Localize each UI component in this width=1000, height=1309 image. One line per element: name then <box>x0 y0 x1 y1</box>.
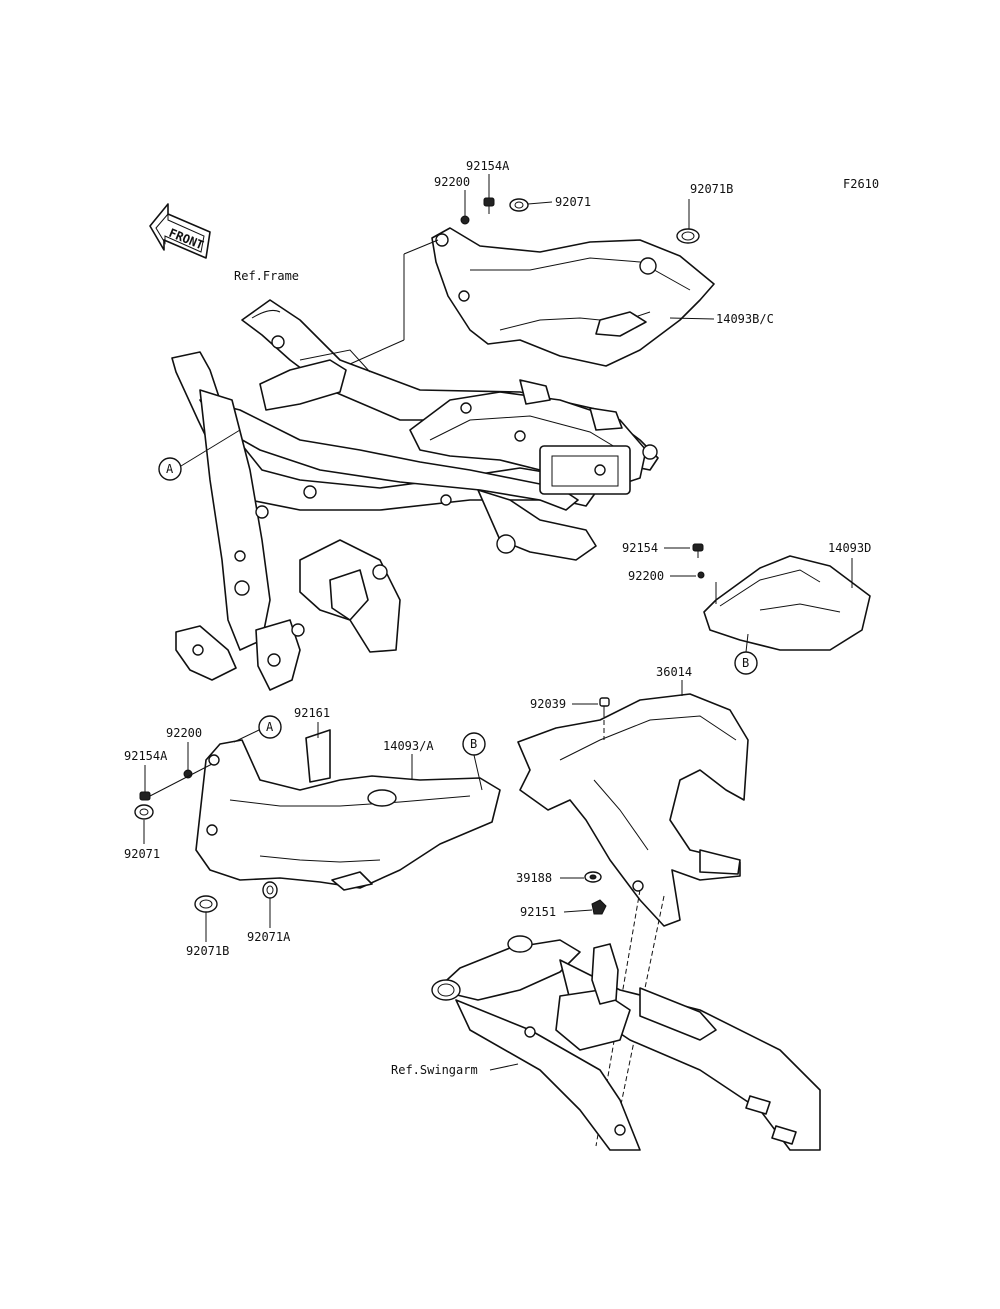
frame-assembly <box>171 299 659 691</box>
marker-b-right: B <box>734 633 758 675</box>
screw-92039-icon <box>599 697 610 712</box>
screw-92154a-left-icon <box>139 784 151 801</box>
side-cover-14093a <box>195 739 501 891</box>
callout-92154a-left: 92154A <box>124 749 168 763</box>
side-cover-14093bc <box>431 227 715 367</box>
callout-92071-top: 92071 <box>555 195 591 209</box>
marker-a-left: A <box>233 715 282 743</box>
swingarm-assembly <box>431 935 821 1151</box>
svg-text:B: B <box>742 656 749 670</box>
callout-14093d: 14093D <box>828 541 871 555</box>
grommet-92071b-top-icon <box>676 228 700 244</box>
callout-92200-top: 92200 <box>434 175 470 189</box>
front-arrow-icon: FRONT <box>149 203 211 259</box>
callout-92071b-bottom: 92071B <box>186 944 229 958</box>
grommet-92071-top-icon <box>509 198 529 212</box>
callout-36014: 36014 <box>656 665 692 679</box>
grommet-92071a-icon <box>262 881 278 899</box>
callout-14093bc: 14093B/C <box>716 312 774 326</box>
side-cover-14093d <box>703 555 871 651</box>
callout-92200-right: 92200 <box>628 569 664 583</box>
callout-92071b-top: 92071B <box>690 182 733 196</box>
callout-92039: 92039 <box>530 697 566 711</box>
svg-text:A: A <box>166 462 174 476</box>
callout-92161: 92161 <box>294 706 330 720</box>
screw-92154a-top-icon <box>483 197 495 214</box>
screw-92154-right-icon <box>692 543 704 558</box>
ref-frame-label: Ref.Frame <box>234 269 299 283</box>
washer-92200-right-icon <box>697 571 705 579</box>
callout-92200-left: 92200 <box>166 726 202 740</box>
callout-92154a-top: 92154A <box>466 159 510 173</box>
ref-swingarm-label: Ref.Swingarm <box>391 1063 478 1077</box>
rear-fender-36014 <box>517 693 749 927</box>
bracket-92161-icon <box>305 729 331 783</box>
grommet-92071b-bottom-icon <box>194 895 218 913</box>
washer-92200-top-icon <box>460 215 470 225</box>
marker-b-left: B <box>462 732 486 791</box>
callout-14093a: 14093/A <box>383 739 434 753</box>
callout-92071-left: 92071 <box>124 847 160 861</box>
svg-text:A: A <box>266 720 274 734</box>
bolt-92151-icon <box>591 899 607 915</box>
callout-92071a: 92071A <box>247 930 291 944</box>
washer-39188-icon <box>584 871 602 883</box>
callout-92154-right: 92154 <box>622 541 658 555</box>
svg-text:B: B <box>470 737 477 751</box>
figure-code: F2610 <box>843 177 879 191</box>
callout-92151: 92151 <box>520 905 556 919</box>
marker-a-frame: A <box>158 429 241 481</box>
callout-39188: 39188 <box>516 871 552 885</box>
grommet-92071-left-icon <box>134 804 154 820</box>
